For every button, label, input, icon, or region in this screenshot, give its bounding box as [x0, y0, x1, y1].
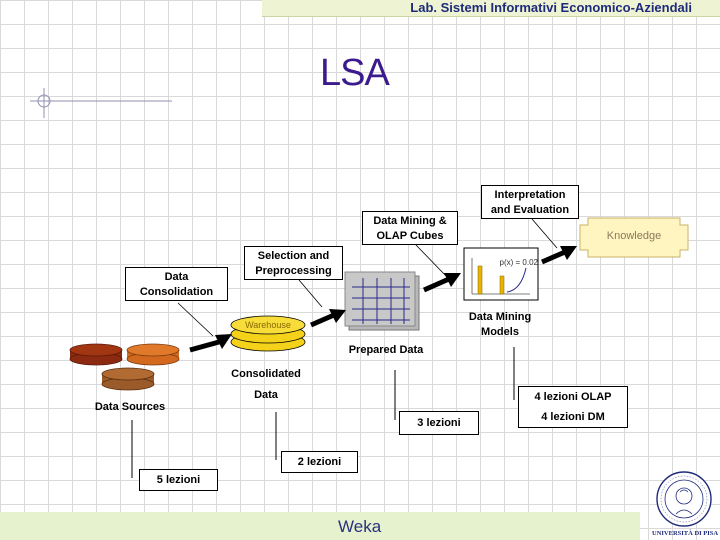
callout-data-consolidation: Data Consolidation: [125, 267, 228, 301]
knowledge-label: Knowledge: [606, 230, 662, 242]
callout-selection-preprocessing: Selection and Preprocessing: [244, 246, 343, 280]
callout-selection-preprocessing-line-1: Selection and: [257, 250, 330, 262]
lesson-connectors: [131, 347, 515, 478]
callout-data-consolidation-line-1: Data: [164, 271, 189, 283]
lessons-dm: 4 lezioni DM: [541, 411, 605, 423]
consolidated-data-line-1: Consolidated: [231, 368, 301, 380]
callout-data-consolidation-line-2: Consolidation: [139, 286, 214, 298]
data-mining-model-chart: [463, 247, 539, 301]
university-seal-icon: [656, 471, 712, 527]
probability-label: p(x) = 0.02: [499, 258, 538, 267]
consolidated-data-label: Consolidated Data: [222, 364, 310, 406]
data-mining-models-label: Data Mining Models: [458, 310, 542, 340]
warehouse-cylinder: [230, 315, 306, 352]
lessons-models-box: 4 lezioni OLAP 4 lezioni DM: [518, 386, 628, 428]
knowledge-shape: [579, 217, 689, 258]
flow-arrows: [189, 246, 577, 353]
lessons-prepared-box: 3 lezioni: [399, 411, 479, 435]
callout-data-mining-olap: Data Mining & OLAP Cubes: [362, 211, 458, 245]
callout-data-mining-olap-line-1: Data Mining &: [373, 215, 447, 227]
callout-interpretation-evaluation-line-1: Interpretation: [494, 189, 566, 201]
footer-title: Weka: [338, 517, 382, 536]
lessons-consolidated-box: 2 lezioni: [281, 451, 358, 473]
university-name: UNIVERSITÀ DI PISA: [652, 530, 719, 537]
data-mining-models-line-2: Models: [481, 326, 519, 338]
lessons-sources-box: 5 lezioni: [139, 469, 218, 491]
lab-name: Lab. Sistemi Informativi Economico-Azien…: [410, 0, 692, 15]
consolidated-data-line-2: Data: [254, 389, 278, 401]
footer-band: [0, 512, 640, 540]
data-sources-cylinders: [69, 343, 180, 391]
callout-interpretation-evaluation: Interpretation and Evaluation: [481, 185, 579, 219]
warehouse-label: Warehouse: [245, 320, 291, 330]
data-sources-label: Data Sources: [94, 401, 166, 413]
lessons-olap: 4 lezioni OLAP: [534, 391, 612, 403]
data-mining-models-line-1: Data Mining: [468, 311, 532, 323]
prepared-data-label: Prepared Data: [348, 344, 424, 356]
header-band: [262, 0, 720, 17]
callout-data-mining-olap-line-2: OLAP Cubes: [376, 230, 444, 242]
callout-lines: [177, 218, 558, 337]
slide-title: LSA: [320, 52, 390, 94]
callout-selection-preprocessing-line-2: Preprocessing: [255, 265, 332, 277]
crosshair-ornament: [30, 88, 172, 118]
callout-interpretation-evaluation-line-2: and Evaluation: [490, 204, 570, 216]
prepared-data-grid: [344, 271, 420, 331]
